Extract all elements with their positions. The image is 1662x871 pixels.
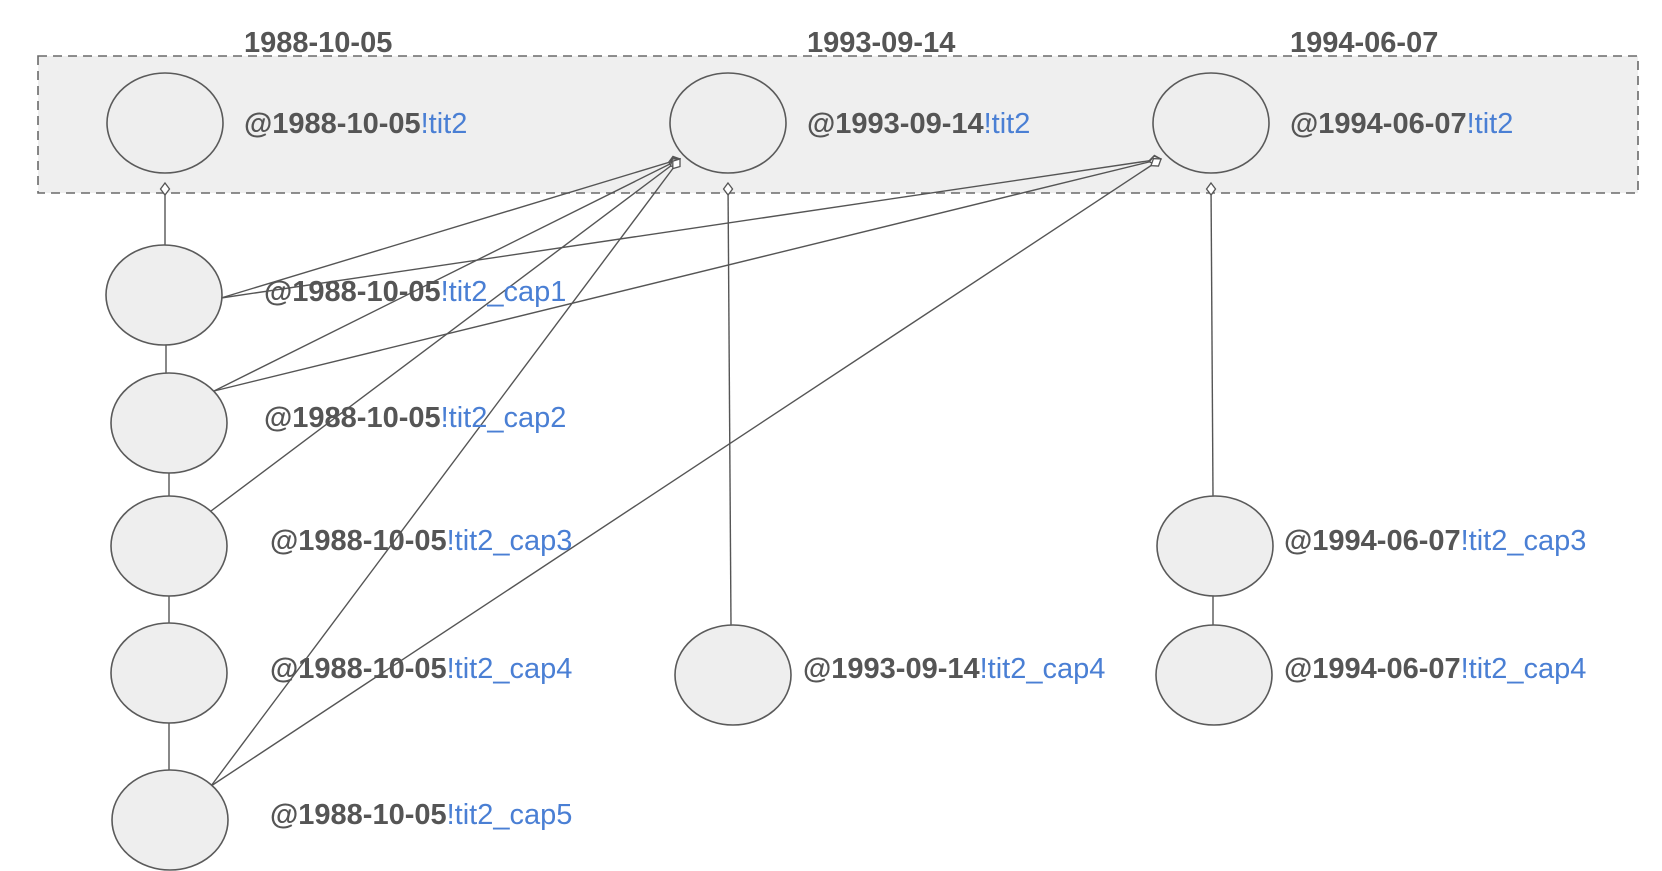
node-label: @1988-10-05!tit2_cap2 xyxy=(264,402,566,434)
node-label-date: @1988-10-05 xyxy=(264,276,441,308)
aggregation-diamond-icon xyxy=(672,158,681,170)
edges-layer xyxy=(159,154,1217,787)
nodes-layer xyxy=(105,72,1274,871)
node-label: @1994-06-07!tit2_cap3 xyxy=(1284,525,1586,557)
node-label-suffix: !tit2_cap4 xyxy=(447,653,573,685)
node-label: @1988-10-05!tit2_cap3 xyxy=(270,525,572,557)
node-label-suffix: !tit2 xyxy=(984,108,1031,140)
node-label-date: @1988-10-05 xyxy=(270,653,447,685)
aggregation-diamond-icon xyxy=(159,181,171,197)
edge-line xyxy=(220,158,1162,299)
edge-line xyxy=(213,158,1162,392)
node-circle[interactable] xyxy=(110,495,228,597)
node-label: @1988-10-05!tit2 xyxy=(244,108,467,140)
node-circle[interactable] xyxy=(669,72,787,174)
node-label: @1994-06-07!tit2 xyxy=(1290,108,1513,140)
node-label-suffix: !tit2_cap3 xyxy=(1461,525,1587,557)
node-label-suffix: !tit2_cap3 xyxy=(447,525,573,557)
node-label-date: @1988-10-05 xyxy=(264,402,441,434)
node-label-date: @1993-09-14 xyxy=(807,108,984,140)
node-circle[interactable] xyxy=(110,622,228,724)
node-label-suffix: !tit2 xyxy=(1467,108,1514,140)
node-label: @1988-10-05!tit2_cap1 xyxy=(264,276,566,308)
edge-line xyxy=(220,158,681,299)
edge-line xyxy=(213,158,681,392)
node-label-suffix: !tit2_cap1 xyxy=(441,276,567,308)
node-label: @1988-10-05!tit2_cap5 xyxy=(270,799,572,831)
node-circle[interactable] xyxy=(106,72,224,174)
node-label: @1993-09-14!tit2 xyxy=(807,108,1030,140)
edge-line xyxy=(1210,182,1214,497)
labels-layer: @1988-10-05!tit2@1993-09-14!tit2@1994-06… xyxy=(244,108,1586,831)
node-label-suffix: !tit2_cap4 xyxy=(1461,653,1587,685)
edge-line xyxy=(727,182,732,626)
node-label-suffix: !tit2 xyxy=(421,108,468,140)
node-circle[interactable] xyxy=(1156,495,1274,597)
aggregation-diamond-icon xyxy=(1150,157,1162,167)
node-circle[interactable] xyxy=(674,624,792,726)
edge-line xyxy=(210,158,681,787)
node-label-date: @1993-09-14 xyxy=(803,653,980,685)
node-label-suffix: !tit2_cap5 xyxy=(447,799,573,831)
node-circle[interactable] xyxy=(1152,72,1270,174)
edge-line xyxy=(210,158,1162,787)
aggregation-diamond-icon xyxy=(722,181,734,197)
node-circle[interactable] xyxy=(111,769,229,871)
group-date-label: 1988-10-05 xyxy=(244,27,392,59)
node-circle[interactable] xyxy=(1155,624,1273,726)
node-label-suffix: !tit2_cap4 xyxy=(980,653,1106,685)
node-label-suffix: !tit2_cap2 xyxy=(441,402,567,434)
node-label-date: @1988-10-05 xyxy=(244,108,421,140)
node-label-date: @1994-06-07 xyxy=(1284,525,1461,557)
node-label: @1994-06-07!tit2_cap4 xyxy=(1284,653,1586,685)
node-label: @1993-09-14!tit2_cap4 xyxy=(803,653,1105,685)
node-circle[interactable] xyxy=(105,244,223,346)
node-label-date: @1988-10-05 xyxy=(270,525,447,557)
date-group-box xyxy=(37,55,1639,194)
node-label-date: @1994-06-07 xyxy=(1290,108,1467,140)
node-label-date: @1988-10-05 xyxy=(270,799,447,831)
node-circle[interactable] xyxy=(110,372,228,474)
group-date-label: 1994-06-07 xyxy=(1290,27,1438,59)
aggregation-diamond-icon xyxy=(1205,181,1217,197)
node-label: @1988-10-05!tit2_cap4 xyxy=(270,653,572,685)
group-date-label: 1993-09-14 xyxy=(807,27,955,59)
node-label-date: @1994-06-07 xyxy=(1284,653,1461,685)
